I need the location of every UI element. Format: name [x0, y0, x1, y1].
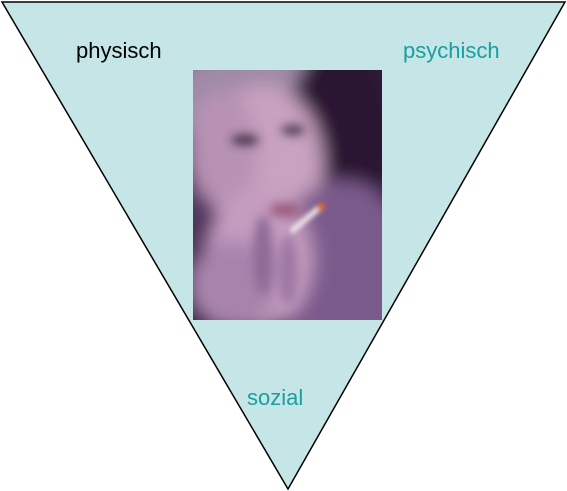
label-physisch: physisch [76, 38, 162, 64]
label-psychisch: psychisch [403, 38, 500, 64]
smoking-woman-photo [193, 70, 382, 320]
label-sozial: sozial [247, 385, 303, 411]
